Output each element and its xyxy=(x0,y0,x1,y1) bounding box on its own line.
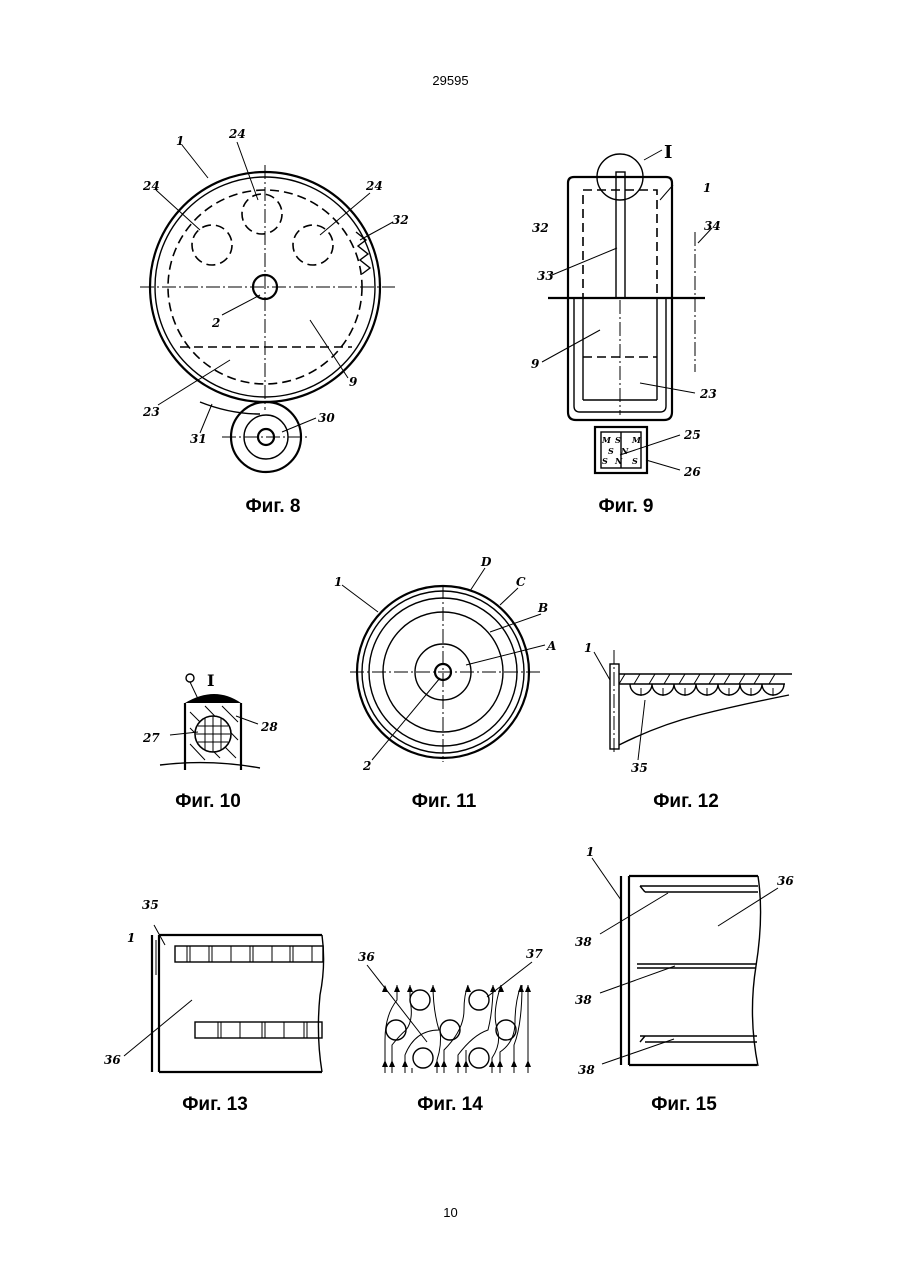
figure-15-drawing: 1 36 38 38 38 xyxy=(570,840,800,1080)
page-number: 10 xyxy=(0,1205,901,1220)
fig9-label: 1 xyxy=(703,181,711,195)
fig9-label: 32 xyxy=(532,221,549,235)
fig14-label: 37 xyxy=(526,947,543,961)
fig12-label: 35 xyxy=(631,761,648,775)
fig8-label: 23 xyxy=(142,405,160,419)
fig9-label: 34 xyxy=(704,219,721,233)
fig9-magnet-label: M xyxy=(601,435,612,445)
fig15-label: 38 xyxy=(575,935,592,949)
fig8-label: 1 xyxy=(176,134,184,148)
fig11-label: B xyxy=(537,601,548,615)
fig9-magnet-label: S xyxy=(608,446,614,456)
fig8-label: 24 xyxy=(142,179,160,193)
fig12-label: 1 xyxy=(584,641,592,655)
fig9-label: 26 xyxy=(683,465,701,479)
figure-10-caption: Фиг. 10 xyxy=(128,791,288,813)
fig8-label: 30 xyxy=(318,411,335,425)
figure-14-drawing: 36 37 xyxy=(350,940,550,1080)
figure-10-drawing: I 27 28 xyxy=(135,660,275,780)
document-number: 29595 xyxy=(0,73,901,88)
fig9-magnet-label: S xyxy=(632,456,638,466)
figure-12-drawing: 1 35 xyxy=(575,630,800,780)
fig9-label: 33 xyxy=(537,269,554,283)
fig15-label: 38 xyxy=(578,1063,595,1077)
fig9-magnet-label: S xyxy=(602,456,608,466)
fig15-label: 1 xyxy=(586,845,594,859)
fig8-label: 24 xyxy=(365,179,383,193)
fig8-label: 2 xyxy=(211,316,220,330)
fig11-label: A xyxy=(546,639,556,653)
figure-8-drawing: 1 24 24 24 32 2 9 23 31 30 xyxy=(120,120,420,480)
fig13-label: 35 xyxy=(142,898,159,912)
fig9-label: 9 xyxy=(531,357,540,371)
fig8-label: 31 xyxy=(190,432,207,446)
fig11-label: D xyxy=(480,555,492,569)
fig10-label: I xyxy=(207,671,214,690)
fig11-label: C xyxy=(516,575,526,589)
fig9-magnet-label: M xyxy=(631,435,642,445)
fig9-label: 25 xyxy=(683,428,701,442)
fig10-label: 28 xyxy=(260,720,278,734)
figure-15-caption: Фиг. 15 xyxy=(604,1094,764,1116)
figure-11-caption: Фиг. 11 xyxy=(364,791,524,813)
figure-13-drawing: 35 1 36 xyxy=(100,895,330,1080)
fig11-label: 2 xyxy=(362,759,371,773)
fig13-label: 1 xyxy=(127,931,135,945)
figure-14-caption: Фиг. 14 xyxy=(370,1094,530,1116)
figure-9-caption: Фиг. 9 xyxy=(546,496,706,518)
fig15-label: 38 xyxy=(575,993,592,1007)
fig15-label: 36 xyxy=(777,874,794,888)
fig8-label: 32 xyxy=(392,213,409,227)
fig9-magnet-label: N xyxy=(620,446,629,456)
fig8-label: 24 xyxy=(228,127,246,141)
figure-8-caption: Фиг. 8 xyxy=(193,496,353,518)
fig13-label: 36 xyxy=(104,1053,121,1067)
fig11-label: 1 xyxy=(334,575,342,589)
figure-9-drawing: I 1 32 34 33 9 23 25 26 M S M S N S N S xyxy=(520,135,730,480)
fig8-label: 9 xyxy=(349,375,358,389)
figure-12-caption: Фиг. 12 xyxy=(606,791,766,813)
fig9-magnet-label: S xyxy=(615,435,621,445)
fig9-magnet-label: N xyxy=(614,456,623,466)
fig10-label: 27 xyxy=(142,731,160,745)
figure-13-caption: Фиг. 13 xyxy=(135,1094,295,1116)
fig9-label: I xyxy=(664,142,672,163)
fig9-label: 23 xyxy=(699,387,717,401)
figure-11-drawing: 1 D C B A 2 xyxy=(325,550,565,780)
fig14-label: 36 xyxy=(358,950,375,964)
